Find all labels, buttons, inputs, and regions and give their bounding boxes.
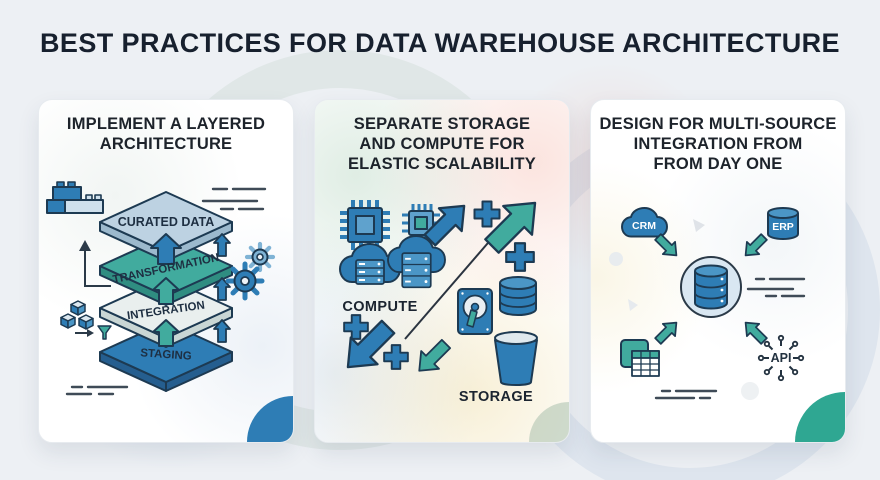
decorative-dashes [65,386,129,396]
heading-line: IMPLEMENT A LAYERED [66,115,266,133]
integration-arrow-icon [654,322,678,346]
plus-icon [504,242,535,273]
gears-icon [225,242,276,301]
heading-line: INTEGRATION FROM [633,135,803,154]
card-storage-compute: SEPARATE STORAGE AND COMPUTE FOR ELASTIC… [314,99,570,443]
up-arrow-icon [152,319,180,348]
heading-line: FROM DAY ONE [653,155,783,174]
card-heading: DESIGN FOR MULTI-SOURCE INTEGRATION FROM… [591,114,845,174]
scale-down-arrow-icon [417,339,451,373]
integration-arrow-icon [744,322,768,346]
plus-icon [342,314,369,341]
layer-label: STAGING [140,347,192,363]
layer-integration [99,277,233,349]
decorative-dashes [654,390,718,400]
integration-arrow-icon [654,233,678,257]
plus-icon [382,344,409,371]
integration-arrow-icon [744,233,768,257]
crm-cloud-icon: CRM [621,207,668,238]
bucket-icon [493,331,538,387]
layer-label: CURATED DATA [118,215,215,229]
layer-curated-data [99,191,233,263]
erp-label: ERP [772,221,794,233]
scale-down-arrow-icon [346,320,395,369]
plus-icon [473,200,500,228]
card-multi-source: DESIGN FOR MULTI-SOURCE INTEGRATION FROM… [590,99,846,443]
heading-line: SEPARATE STORAGE [353,115,531,133]
table-icon [620,339,660,378]
compute-label: COMPUTE [342,299,417,315]
card-heading: SEPARATE STORAGE AND COMPUTE FOR ELASTIC… [315,114,569,174]
scale-up-arrow-icon [483,202,536,255]
elbow-up-arrow [79,240,111,288]
storage-compute-illustration: COMPUTE [338,200,538,405]
heading-line: DESIGN FOR MULTI-SOURCE [599,115,837,133]
lego-bricks-icon [46,181,104,215]
diagonal-divider-line [403,228,501,341]
cloud-server-icon [386,235,446,289]
heading-line: AND COMPUTE FOR [359,135,525,154]
database-cylinder-icon [498,276,537,317]
api-hub-icon: API [757,335,805,382]
multi-source-illustration: CRM ERP [609,207,806,401]
decorative-dashes [746,278,806,298]
layer-transformation [99,235,233,307]
heading-line: ELASTIC SCALABILITY [347,155,537,174]
api-label: API [771,351,792,365]
crm-label: CRM [632,220,656,232]
central-database-icon [680,256,742,319]
cubes-icon [60,300,94,330]
heading-line: ARCHITECTURE [99,135,233,154]
storage-label: STORAGE [458,389,532,405]
small-up-arrows [213,233,231,344]
corner-quarter-circle [247,396,293,442]
decorative-dashes [201,188,267,211]
hard-drive-icon [456,288,493,336]
scale-up-arrow-icon [423,205,465,247]
funnel-arrow-icon [75,325,112,340]
erp-database-icon: ERP [767,207,799,241]
page-title: BEST PRACTICES FOR DATA WAREHOUSE ARCHIT… [40,28,840,58]
cloud-server-icon [338,243,401,286]
card-layered-architecture: IMPLEMENT A LAYERED ARCHITECTURE [38,99,294,443]
up-arrow-icon [150,233,182,266]
up-arrow-icon [152,277,180,306]
cpu-chip-icon [339,200,390,251]
decorative-specks [609,219,759,401]
card-heading: IMPLEMENT A LAYERED ARCHITECTURE [39,114,293,154]
layered-stack-illustration: CURATED DATA TRANSFORMATION INTEGRATION … [46,181,276,396]
